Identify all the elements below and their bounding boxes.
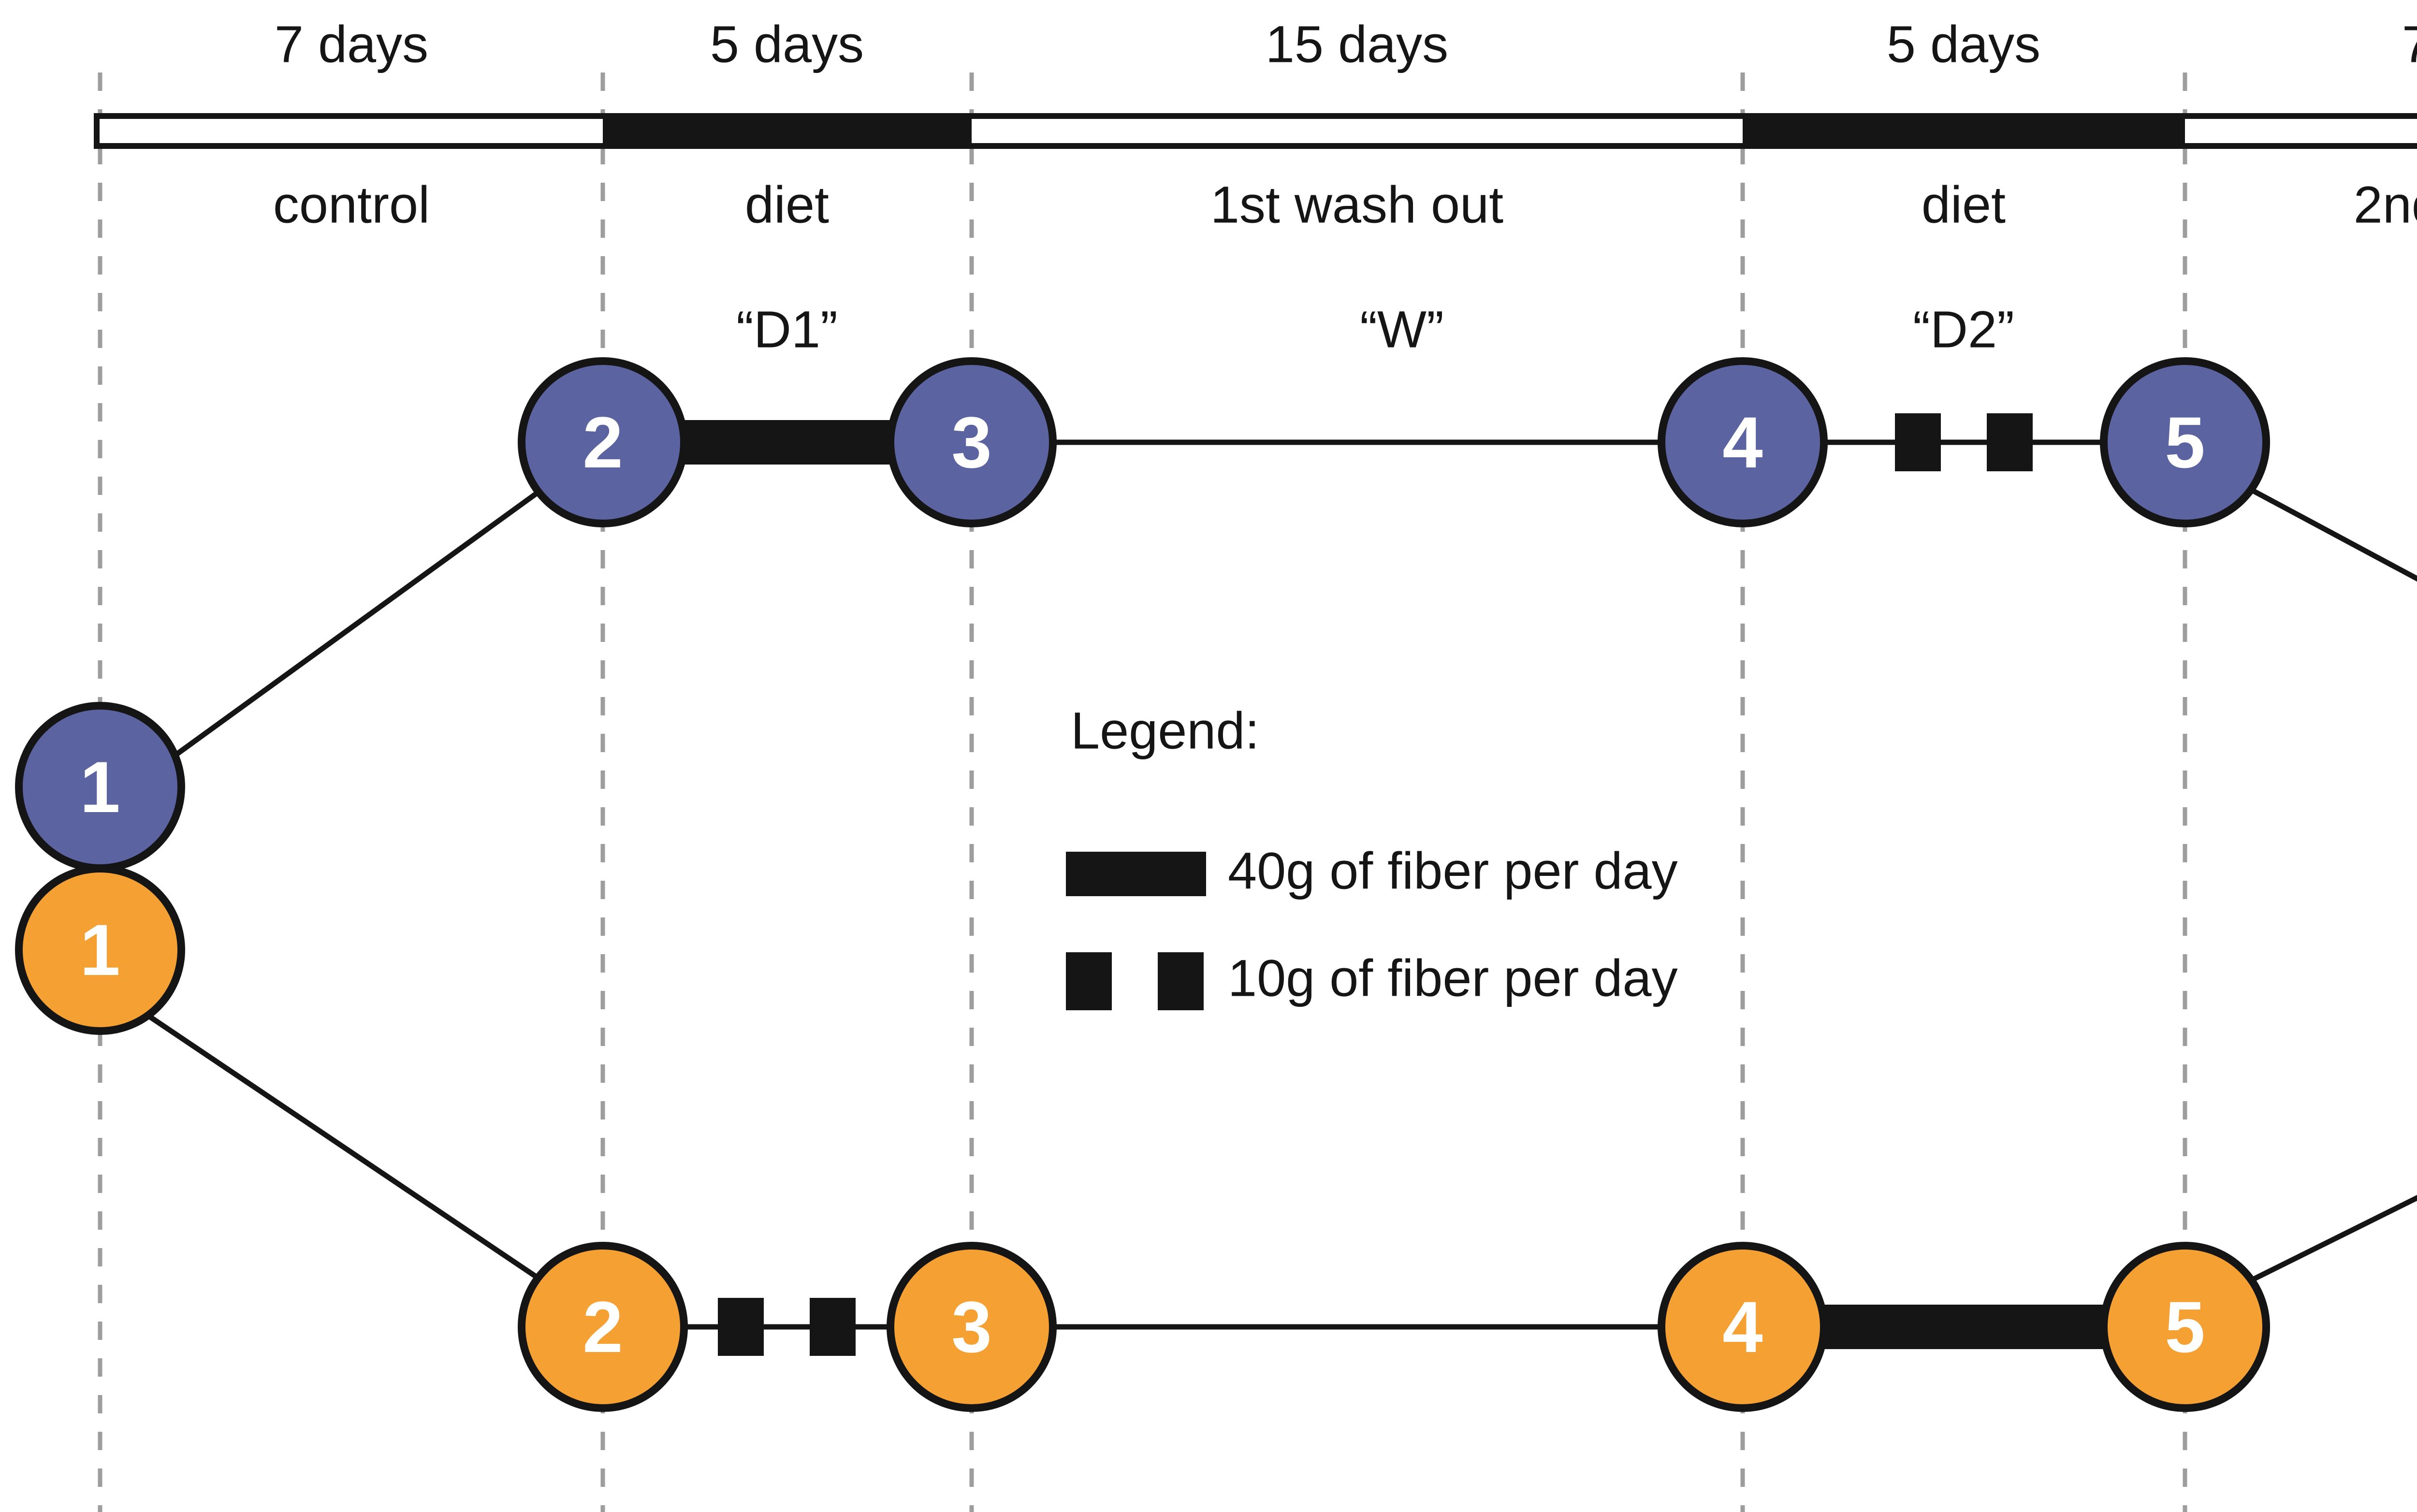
- phase-code-labels: “D1” “W” “D2”: [736, 300, 2014, 359]
- arm-blue-link-1-2: [138, 475, 560, 783]
- arm-blue-node-2[interactable]: [518, 357, 688, 527]
- period-name-3: diet: [1922, 175, 2006, 234]
- legend-swatch-dotted-b: [1158, 952, 1204, 1010]
- arm-blue-node-5-label: 5: [2165, 402, 2205, 483]
- arm-orange-link-2-3-block-a: [718, 1298, 764, 1356]
- arm-orange-node-2-label: 2: [582, 1286, 623, 1367]
- arm-blue-node-4[interactable]: [1658, 357, 1828, 527]
- period-name-2: 1st wash out: [1210, 175, 1503, 234]
- legend-label-1: 10g of fiber per day: [1228, 949, 1678, 1007]
- timeline-segment-diet-1: [603, 116, 972, 146]
- period-duration-2: 15 days: [1266, 15, 1448, 73]
- legend-label-0: 40g of fiber per day: [1228, 842, 1678, 900]
- arm-orange-link-1-2: [138, 1008, 560, 1294]
- period-name-labels: control diet 1st wash out diet 2nd wash …: [273, 175, 2417, 234]
- arm-blue-link-4-5-block-a: [1895, 413, 1941, 471]
- period-duration-4: 7 days: [2402, 15, 2417, 73]
- arm-blue-node-1-label: 1: [80, 746, 120, 828]
- arm-orange-node-4-label: 4: [1722, 1286, 1762, 1367]
- arm-blue-node-3[interactable]: [887, 357, 1057, 527]
- arm-blue-link-4-5-block-b: [1987, 413, 2033, 471]
- arm-blue-node-5[interactable]: [2100, 357, 2270, 527]
- period-name-4: 2nd wash out: [2354, 175, 2417, 234]
- arm-orange-node-5[interactable]: [2100, 1242, 2270, 1412]
- arm-blue-node-2-label: 2: [582, 402, 623, 483]
- period-name-0: control: [273, 175, 430, 234]
- period-duration-0: 7 days: [275, 15, 428, 73]
- arm-orange-node-1[interactable]: [15, 865, 185, 1035]
- timeline-segment-diet-2: [1743, 116, 2185, 146]
- phase-code-w: “W”: [1360, 300, 1444, 359]
- legend-title: Legend:: [1071, 701, 1259, 760]
- arm-orange: 1 2 3 4 5 6: [15, 865, 2417, 1412]
- legend-swatch-dotted-a: [1066, 952, 1112, 1010]
- gridlines: [98, 73, 2187, 1512]
- arm-blue-node-4-label: 4: [1722, 402, 1762, 483]
- period-duration-1: 5 days: [710, 15, 864, 73]
- legend-swatch-solid: [1066, 852, 1206, 896]
- period-name-1: diet: [745, 175, 829, 234]
- arm-orange-node-3-label: 3: [951, 1286, 991, 1367]
- arm-orange-node-4[interactable]: [1658, 1242, 1828, 1412]
- arm-blue-node-3-label: 3: [951, 402, 991, 483]
- phase-code-d2: “D2”: [1913, 300, 2014, 359]
- period-duration-3: 5 days: [1887, 15, 2040, 73]
- arm-blue-link-5-6: [2227, 475, 2417, 582]
- arm-blue: 1 2 3 4 5 6: [15, 357, 2417, 872]
- timeline-bar: [94, 113, 2417, 149]
- legend: Legend: 40g of fiber per day 10g of fibe…: [1066, 701, 1678, 1010]
- arm-orange-link-2-3-block-b: [810, 1298, 856, 1356]
- arm-orange-link-5-6: [2227, 1194, 2417, 1294]
- arm-orange-node-1-label: 1: [80, 909, 120, 990]
- phase-code-d1: “D1”: [736, 300, 838, 359]
- arm-orange-node-2[interactable]: [518, 1242, 688, 1412]
- period-duration-labels: 7 days 5 days 15 days 5 days 7 days: [275, 15, 2417, 73]
- arm-orange-node-3[interactable]: [887, 1242, 1057, 1412]
- arm-orange-node-5-label: 5: [2165, 1286, 2205, 1367]
